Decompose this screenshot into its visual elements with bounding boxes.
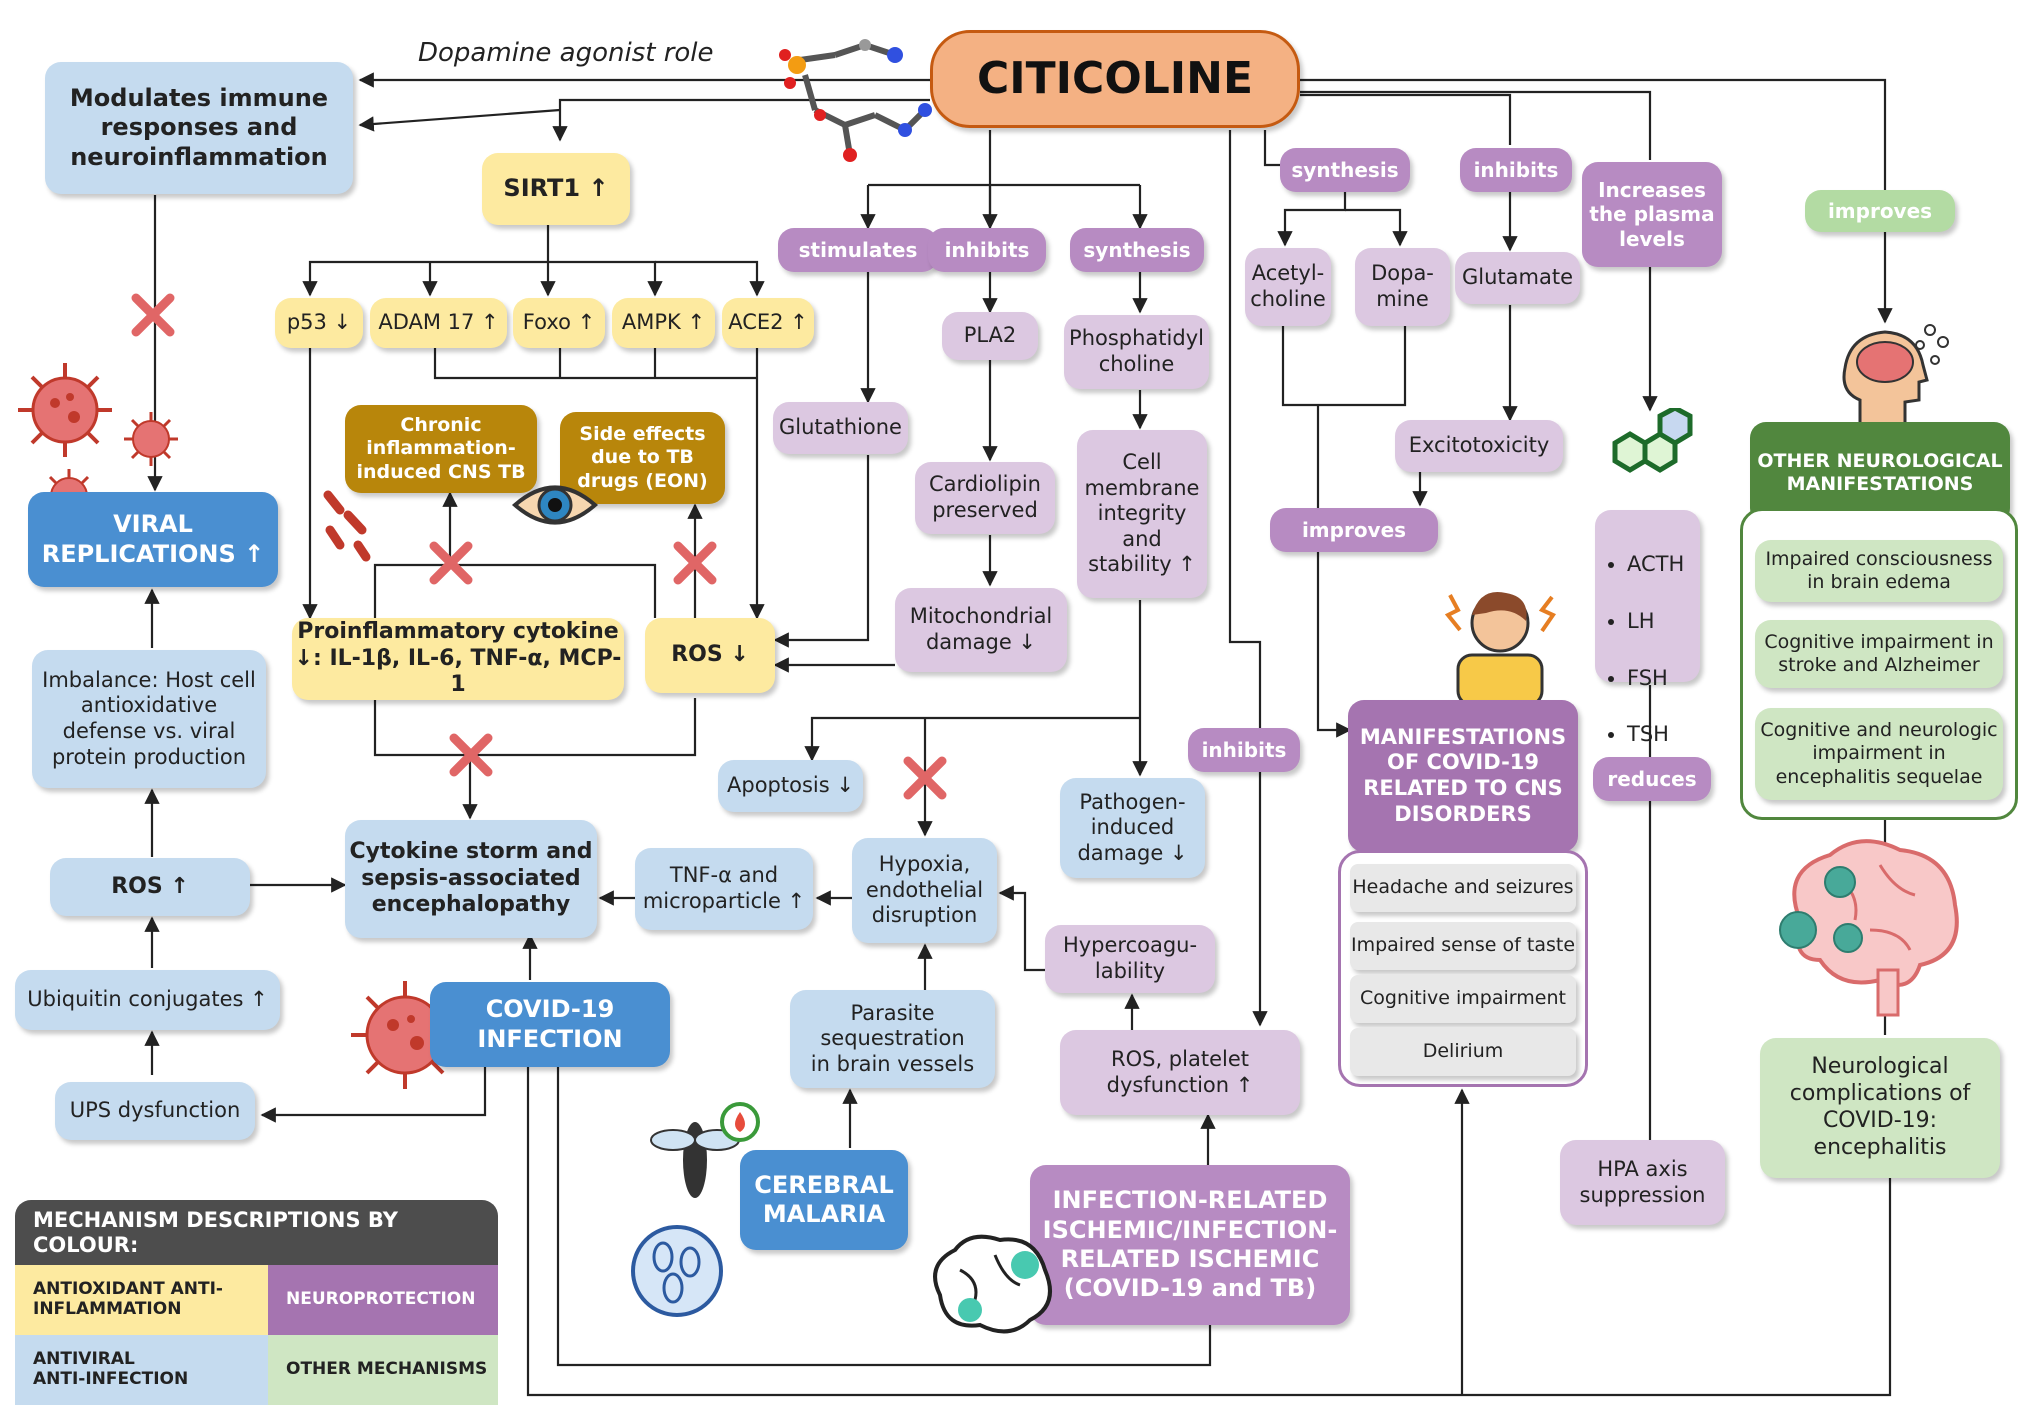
legend-antiviral: ANTIVIRAL ANTI-INFECTION (15, 1335, 268, 1405)
molecule-icon (779, 39, 932, 162)
apoptosis-node: Apoptosis ↓ (718, 760, 863, 812)
cerebral-malaria-node: CEREBRAL MALARIA (740, 1150, 908, 1250)
hypercoagulability-node: Hypercoagu- lability (1045, 925, 1215, 993)
improves-purple-label: improves (1270, 508, 1438, 552)
other-neuro-item: Impaired consciousness in brain edema (1755, 540, 2003, 602)
synthesis-right-label: synthesis (1280, 148, 1410, 192)
infection-ischemic-node: INFECTION-RELATED ISCHEMIC/INFECTION- RE… (1030, 1165, 1350, 1325)
eye-icon (511, 485, 599, 525)
inhibits-label: inhibits (928, 228, 1046, 272)
virus-icon (18, 363, 112, 457)
virus-icon (124, 412, 178, 466)
legend-neuroprotection: NEUROPROTECTION (268, 1265, 498, 1335)
hormone-item: ACTH (1627, 550, 1684, 578)
other-neuro-manifestations-node: OTHER NEUROLOGICAL MANIFESTATIONS (1750, 422, 2010, 524)
synthesis-label: synthesis (1070, 228, 1204, 272)
reduces-label: reduces (1593, 757, 1711, 801)
headache-person-icon (1444, 591, 1556, 705)
immune-modulation-node: Modulates immune responses and neuroinfl… (45, 62, 353, 194)
acetylcholine-node: Acetyl- choline (1245, 248, 1331, 326)
covid-virus-icon (351, 981, 459, 1089)
hypoxia-node: Hypoxia, endothelial disruption (852, 838, 997, 943)
cardiolipin-node: Cardiolipin preserved (915, 462, 1055, 534)
stimulates-label: stimulates (778, 228, 938, 272)
imbalance-node: Imbalance: Host cell antioxidative defen… (32, 650, 266, 788)
cns-item: Cognitive impairment (1350, 975, 1576, 1023)
cns-item: Headache and seizures (1350, 864, 1576, 912)
block-cross-icon (131, 293, 175, 337)
glutamate-node: Glutamate (1455, 252, 1580, 304)
infected-brain-icon (1779, 839, 1959, 1017)
legend-title: MECHANISM DESCRIPTIONS BY COLOUR: (15, 1200, 498, 1265)
parasite-cell-icon (631, 1225, 723, 1317)
other-neuro-item: Cognitive and neurologic impairment in e… (1755, 708, 2003, 800)
mosquito-icon (650, 1102, 760, 1198)
ace2-node: ACE2 ↑ (722, 298, 814, 348)
increases-plasma-label: Increases the plasma levels (1582, 162, 1722, 267)
cell-membrane-node: Cell membrane integrity and stability ↑ (1077, 430, 1207, 598)
cytokine-storm-node: Cytokine storm and sepsis-associated enc… (345, 820, 597, 938)
ros-up-node: ROS ↑ (50, 858, 250, 916)
mitochondrial-damage-node: Mitochondrial damage ↓ (895, 588, 1067, 672)
cns-item: Delirium (1350, 1028, 1576, 1076)
hpa-axis-node: HPA axis suppression (1560, 1140, 1725, 1225)
tnf-microparticle-node: TNF-α and microparticle ↑ (635, 848, 813, 930)
excitotoxicity-node: Excitotoxicity (1395, 420, 1563, 472)
improves-green-label: improves (1805, 190, 1955, 232)
hormone-item: LH (1627, 607, 1684, 635)
ros-down-node: ROS ↓ (645, 618, 775, 693)
ups-dysfunction-node: UPS dysfunction (55, 1082, 255, 1140)
covid-infection-node: COVID-19 INFECTION (430, 982, 670, 1067)
chronic-tb-node: Chronic inflammation- induced CNS TB (345, 405, 537, 493)
foxo-node: Foxo ↑ (513, 298, 605, 348)
neuro-complications-node: Neurological complications of COVID-19: … (1760, 1038, 2000, 1178)
side-effects-node: Side effects due to TB drugs (EON) (560, 412, 725, 504)
block-cross-icon (903, 756, 947, 800)
ubiquitin-node: Ubiquitin conjugates ↑ (15, 970, 280, 1030)
viral-replications-node: VIRAL REPLICATIONS ↑ (28, 492, 278, 587)
sirt1-node: SIRT1 ↑ (482, 153, 630, 225)
adam17-node: ADAM 17 ↑ (370, 298, 507, 348)
hormone-item: TSH (1627, 720, 1684, 748)
cognition-head-icon (1842, 324, 1949, 427)
other-neuro-item: Cognitive impairment in stroke and Alzhe… (1755, 620, 2003, 688)
proinflammatory-cytokine-node: Proinflammatory cytokine ↓: IL-1β, IL-6,… (292, 618, 624, 700)
glutathione-node: Glutathione (773, 402, 908, 454)
ampk-node: AMPK ↑ (612, 298, 715, 348)
pathogen-damage-node: Pathogen- induced damage ↓ (1060, 778, 1205, 878)
hormone-item: FSH (1627, 664, 1684, 692)
phosphatidylcholine-node: Phosphatidyl choline (1064, 315, 1209, 389)
bacteria-icon (323, 490, 371, 562)
pla2-node: PLA2 (942, 312, 1038, 360)
inhibits-vertical-label: inhibits (1188, 728, 1300, 772)
hormone-molecule-icon (1612, 408, 1693, 473)
citicoline-node: CITICOLINE (930, 30, 1300, 128)
inhibits-right-label: inhibits (1460, 148, 1572, 192)
cns-item: Impaired sense of taste (1350, 922, 1576, 970)
dopamine-agonist-label: Dopamine agonist role (418, 38, 714, 68)
covid-cns-manifestations-node: MANIFESTATIONS OF COVID-19 RELATED TO CN… (1348, 700, 1578, 852)
ros-platelet-node: ROS, platelet dysfunction ↑ (1060, 1030, 1300, 1115)
legend-other: OTHER MECHANISMS (268, 1335, 498, 1405)
legend-antioxidant: ANTIOXIDANT ANTI- INFLAMMATION (15, 1265, 268, 1335)
p53-node: p53 ↓ (275, 298, 363, 348)
dopamine-node: Dopa- mine (1355, 248, 1450, 326)
parasite-sequestration-node: Parasite sequestration in brain vessels (790, 990, 995, 1088)
block-cross-icon (673, 541, 717, 585)
hormones-list: ACTH LH FSH TSH GH (1595, 510, 1700, 803)
brain-icon (933, 1234, 1052, 1334)
block-cross-icon (429, 541, 473, 585)
block-cross-icon (449, 733, 493, 777)
